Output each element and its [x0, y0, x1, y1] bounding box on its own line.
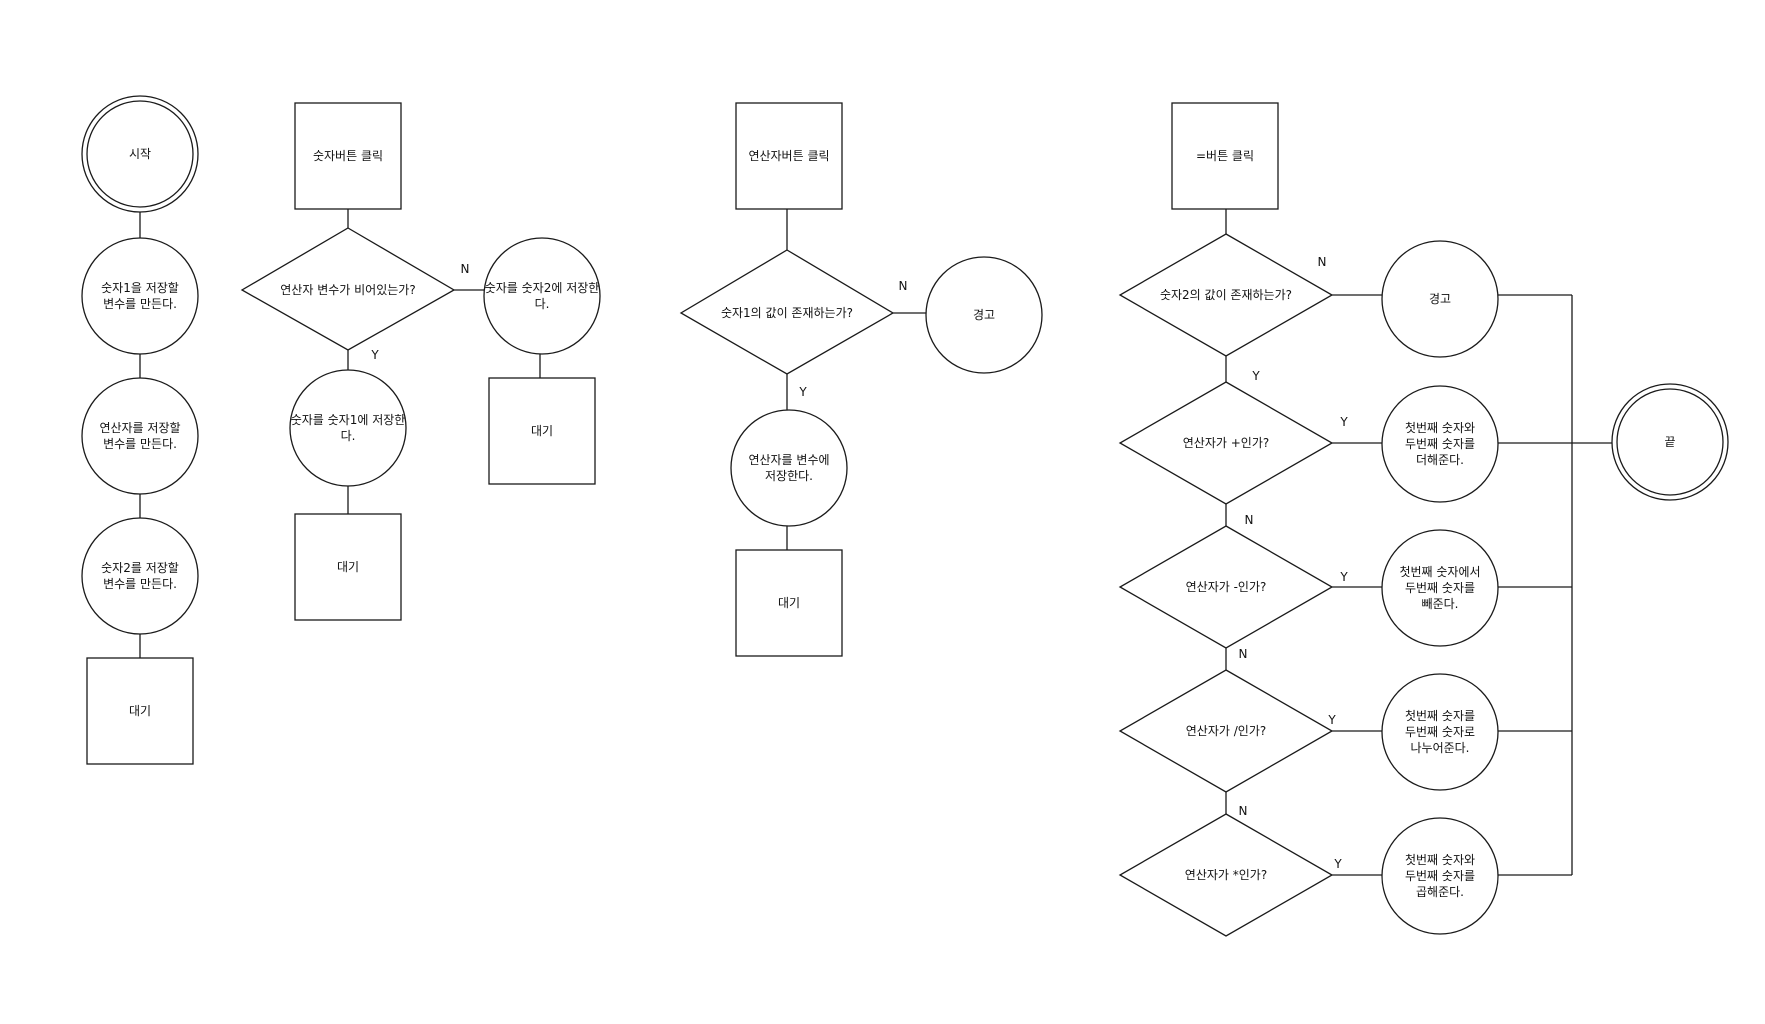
- node-start-label: 시작: [129, 147, 151, 161]
- node-num-click-label: 숫자버튼 클릭: [313, 149, 383, 163]
- node-is-minus-label: 연산자가 -인가?: [1186, 580, 1267, 594]
- node-wait-d-label: 대기: [778, 596, 800, 610]
- label-num2exists-n: N: [1318, 255, 1327, 269]
- label-opempty-n: N: [461, 262, 470, 276]
- node-end: 끝: [1611, 383, 1729, 501]
- node-wait-c-label: 대기: [531, 424, 553, 438]
- node-end-label: 끝: [1664, 435, 1675, 449]
- node-num2-exists-decision: 숫자2의 값이 존재하는가?: [1118, 233, 1334, 357]
- label-isdiv-y: Y: [1327, 713, 1336, 727]
- node-op-click: 연산자버튼 클릭: [735, 102, 843, 210]
- node-eq-click: =버튼 클릭: [1171, 102, 1279, 210]
- node-is-plus-label: 연산자가 +인가?: [1183, 436, 1269, 450]
- node-is-mul-label: 연산자가 *인가?: [1185, 868, 1267, 882]
- node-wait-a: 대기: [86, 657, 194, 765]
- label-num1exists-n: N: [899, 279, 908, 293]
- node-op-empty-decision: 연산자 변수가 비어있는가?: [240, 227, 456, 351]
- label-isplus-n: N: [1245, 513, 1254, 527]
- node-wait-b: 대기: [294, 513, 402, 621]
- node-num-click: 숫자버튼 클릭: [294, 102, 402, 210]
- node-warn-2-label: 경고: [1429, 292, 1451, 306]
- node-is-mul-decision: 연산자가 *인가?: [1118, 813, 1334, 937]
- label-num2exists-y: Y: [1251, 369, 1260, 383]
- node-wait-a-label: 대기: [129, 704, 151, 718]
- node-wait-c: 대기: [488, 377, 596, 485]
- label-opempty-y: Y: [370, 348, 379, 362]
- node-warn-1: 경고: [925, 256, 1043, 374]
- connectors: [139, 209, 1612, 876]
- node-op-click-label: 연산자버튼 클릭: [748, 149, 829, 163]
- node-is-div-label: 연산자가 /인가?: [1186, 724, 1266, 738]
- label-num1exists-y: Y: [798, 385, 807, 399]
- node-start: 시작: [81, 95, 199, 213]
- node-op-empty-label: 연산자 변수가 비어있는가?: [280, 283, 415, 297]
- label-isplus-y: Y: [1339, 415, 1348, 429]
- node-num1-exists-label: 숫자1의 값이 존재하는가?: [721, 306, 853, 320]
- node-warn-2: 경고: [1381, 240, 1499, 358]
- label-isminus-y: Y: [1339, 570, 1348, 584]
- node-is-minus-decision: 연산자가 -인가?: [1118, 525, 1334, 649]
- node-eq-click-label: =버튼 클릭: [1196, 149, 1254, 163]
- label-isdiv-n: N: [1239, 804, 1248, 818]
- node-wait-d: 대기: [735, 549, 843, 657]
- node-num2-exists-label: 숫자2의 값이 존재하는가?: [1160, 288, 1292, 302]
- node-is-plus-decision: 연산자가 +인가?: [1118, 381, 1334, 505]
- edge-labels: N Y N Y N Y Y N Y N Y N Y: [370, 255, 1348, 871]
- label-isminus-n: N: [1239, 647, 1248, 661]
- node-warn-1-label: 경고: [973, 308, 995, 322]
- node-wait-b-label: 대기: [337, 560, 359, 574]
- node-is-div-decision: 연산자가 /인가?: [1118, 669, 1334, 793]
- label-ismul-y: Y: [1333, 857, 1342, 871]
- node-num1-exists-decision: 숫자1의 값이 존재하는가?: [679, 249, 895, 375]
